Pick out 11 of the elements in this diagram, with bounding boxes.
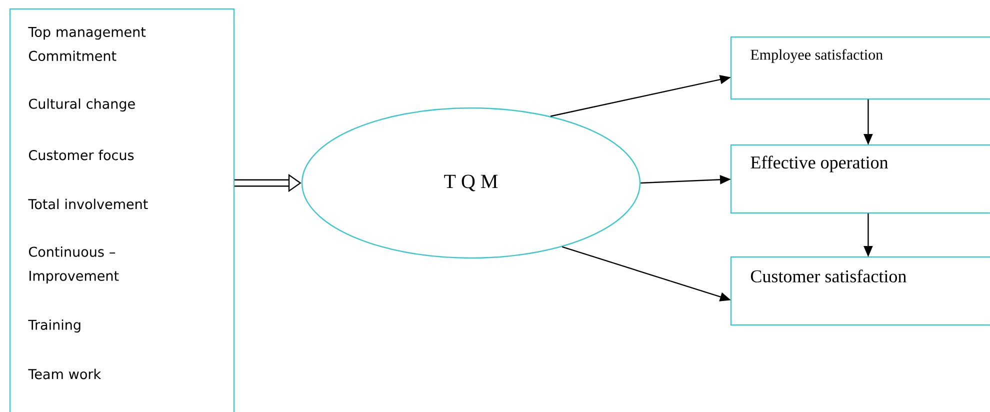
outcome-box: Effective operation <box>730 144 990 214</box>
outcome-box: Employee satisfaction <box>730 36 990 100</box>
list-item: Cultural change <box>28 98 135 112</box>
list-item: Customer focus <box>28 150 134 160</box>
factor-list-box <box>9 8 235 412</box>
list-item: Continuous – Improvement <box>28 246 119 284</box>
list-item: Top management Commitment <box>28 26 146 61</box>
outcome-box: Customer satisfaction <box>730 256 990 326</box>
list-item: Training <box>28 319 80 333</box>
list-item: Total involvement <box>28 198 148 210</box>
list-item: Team work <box>28 368 102 380</box>
